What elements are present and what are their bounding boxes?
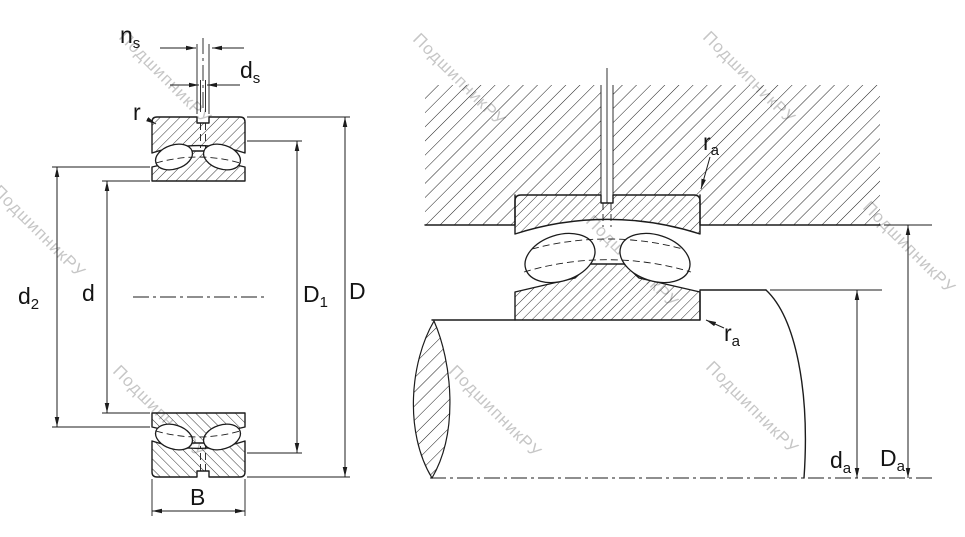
label-ns: ns	[120, 22, 140, 52]
label-ra-top: ra	[703, 129, 720, 159]
roller-right	[619, 232, 691, 284]
label-da: da	[830, 447, 852, 477]
right-dimensions: ra ra da Da	[700, 129, 932, 478]
shaft-shoulder-right	[699, 289, 767, 321]
label-ds: ds	[240, 57, 260, 87]
d2-extension-lines	[52, 166, 150, 428]
roller-left	[154, 143, 194, 171]
shaft-break-section	[412, 319, 451, 480]
shaft-break-curve	[765, 289, 807, 479]
label-d: d	[82, 280, 95, 306]
lubrication-hole-dashes	[602, 203, 612, 227]
lubrication-hole-dashes	[200, 123, 206, 148]
watermark-text: ПодшипникРУ	[445, 361, 545, 461]
lubrication-slot-edges	[600, 85, 614, 195]
roller-right	[202, 143, 242, 171]
ds-extension-lines	[200, 80, 206, 112]
label-D1: D1	[303, 281, 328, 311]
ns-extension-lines	[196, 44, 210, 114]
ra-top-leader	[700, 156, 711, 190]
watermark-text: ПодшипникРУ	[702, 357, 802, 457]
label-ra-bottom: ra	[724, 320, 741, 350]
left-view: ns ds r d2 d D1 D B	[18, 22, 366, 516]
pitch-arc	[155, 156, 241, 164]
right-bearing-section	[514, 194, 701, 321]
label-r: r	[133, 99, 141, 125]
r-leader-line	[146, 117, 157, 125]
label-D: D	[349, 278, 366, 304]
housing-hatch	[425, 85, 880, 225]
d-extension-lines	[102, 180, 150, 414]
label-Da: Da	[880, 445, 906, 475]
label-B: B	[190, 484, 205, 510]
sphere-arc	[531, 238, 684, 250]
watermark-text: ПодшипникРУ	[0, 181, 89, 281]
roller-left	[524, 232, 596, 284]
ra-bottom-leader	[705, 319, 725, 329]
left-dimensions: ns ds r d2 d D1 D B	[18, 22, 366, 516]
housing-section	[424, 68, 881, 226]
label-d2: d2	[18, 283, 39, 313]
D1-extension-lines	[247, 140, 302, 454]
outer-ring-section	[514, 194, 701, 235]
left-bearing-top-half	[151, 116, 246, 182]
D-extension-lines	[247, 116, 350, 478]
right-view: ra ra da Da	[412, 68, 936, 480]
